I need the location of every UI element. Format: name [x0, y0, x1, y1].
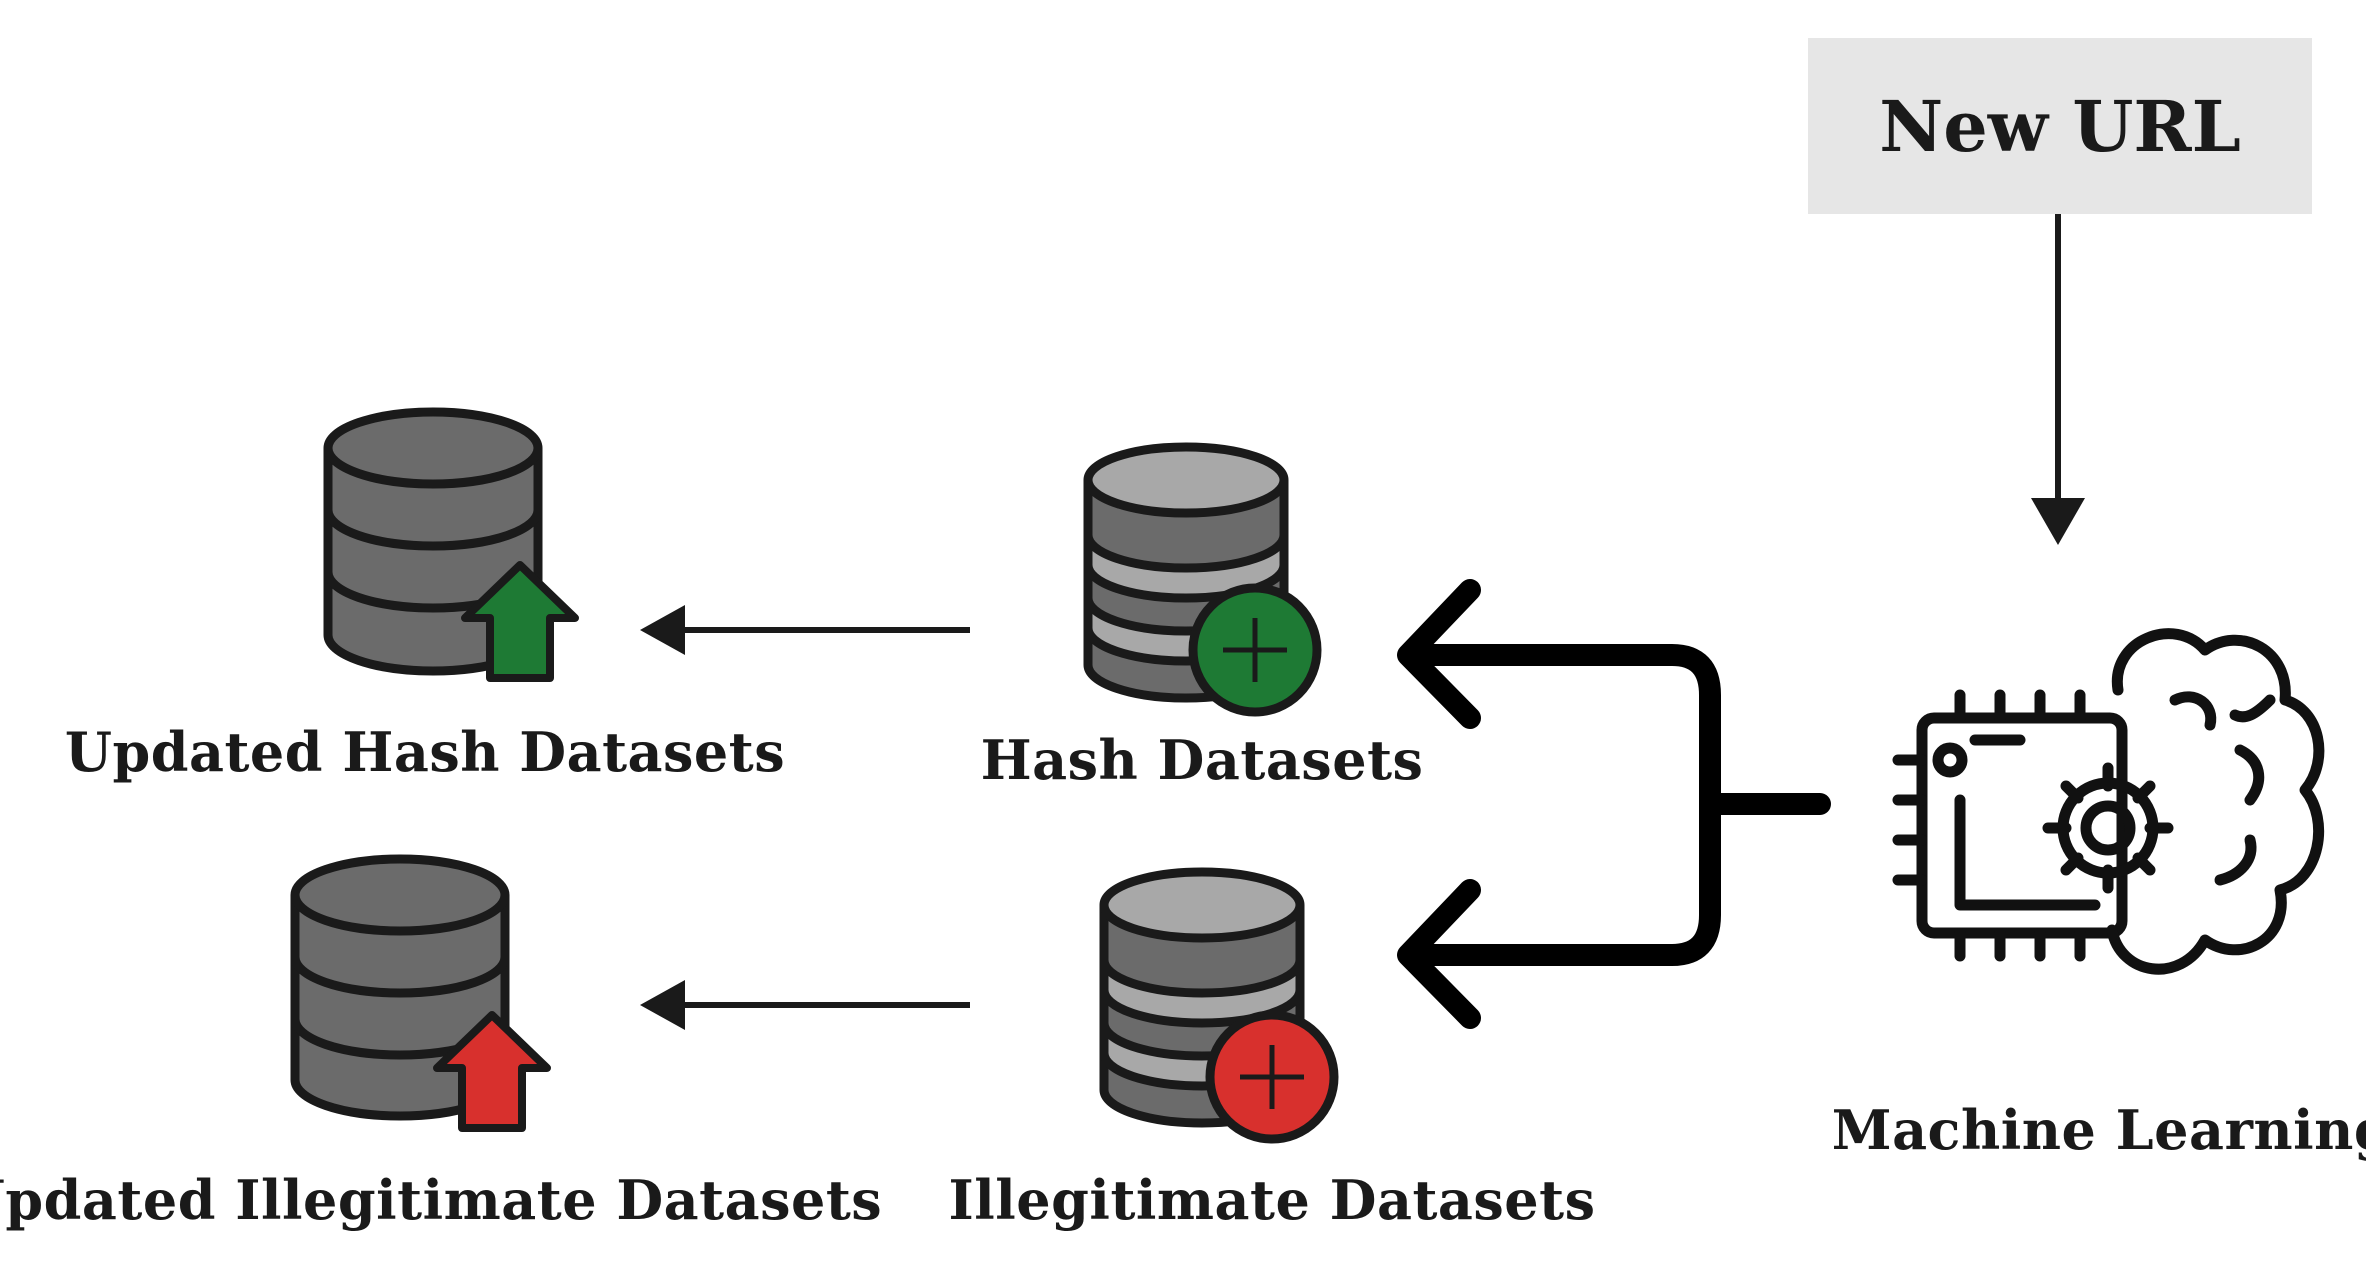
updated-illegitimate-datasets-label: Updated Illegitimate Datasets — [0, 1168, 883, 1232]
upload-arrow-red-icon — [433, 1011, 551, 1132]
machine-learning-icon — [1892, 628, 2325, 975]
new-url-label: New URL — [1879, 84, 2241, 168]
illegitimate-datasets-label: Illegitimate Datasets — [948, 1168, 1596, 1232]
hash-datasets-label: Hash Datasets — [980, 728, 1424, 792]
ml-split-arrows — [1397, 579, 1831, 1029]
url-to-ml-arrow — [2031, 214, 2085, 545]
illegitimate-to-updated-arrow — [640, 980, 970, 1030]
plus-circle-red-icon — [1205, 1010, 1339, 1144]
upload-arrow-green-icon — [461, 561, 579, 682]
updated-hash-datasets-label: Updated Hash Datasets — [64, 720, 786, 784]
machine-learning-label: Machine Learning — [1831, 1098, 2366, 1162]
new-url-box: New URL — [1808, 38, 2312, 214]
hash-to-updated-arrow — [640, 605, 970, 655]
plus-circle-green-icon — [1188, 583, 1322, 717]
